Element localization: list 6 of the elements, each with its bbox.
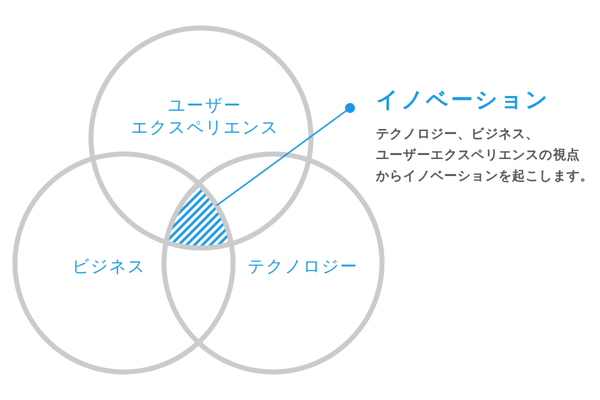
description-text: テクノロジー、ビジネス、ユーザーエクスペリエンスの視点からイノベーションを起こします。 [376,126,594,186]
leader-line [216,102,355,206]
circle-label: ユーザーエクスペリエンス [131,95,279,139]
heading: イノベーション [376,88,550,114]
circle-label: テクノロジー [248,256,358,278]
circle-label: ビジネス [72,256,146,278]
